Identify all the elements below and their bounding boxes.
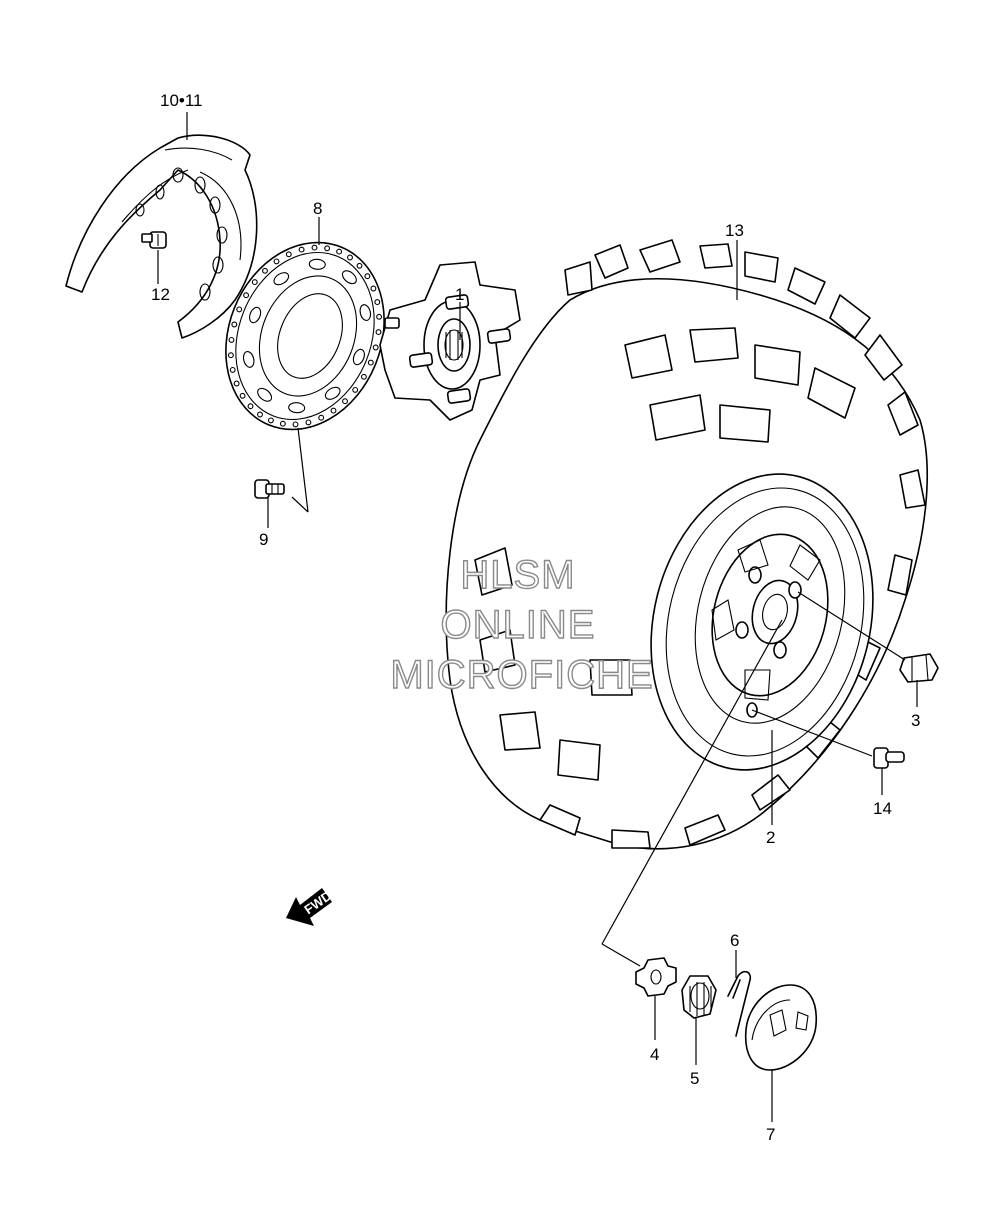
callout-13: 13 [725,221,744,240]
disc-slot [242,350,255,368]
disc-hole [243,292,250,299]
disc-slot [288,402,306,414]
disc-slot [273,272,290,286]
callout-9: 9 [259,530,268,549]
watermark-line-3: MICROFICHE [390,653,653,697]
disc-hole [376,313,383,320]
disc-slot [257,387,273,402]
disc-hole [236,306,243,313]
callout-10-11: 10•11 [160,91,203,110]
disc-hole [298,246,305,253]
cover-bolt[interactable] [141,231,167,249]
watermark: HLSM ONLINE MICROFICHE [390,552,654,697]
callout-1: 1 [455,285,464,304]
disc-hole [336,248,343,255]
cotter-pin[interactable] [727,970,752,1037]
callout-12: 12 [151,285,170,304]
disc-hole [267,417,274,424]
callout-5: 5 [690,1069,699,1088]
disc-hole [228,336,235,343]
callout-3: 3 [911,711,920,730]
disc-hole [318,414,325,421]
callout-8: 8 [313,199,322,218]
disc-slot [359,304,372,322]
arrow-left-down-icon [286,888,332,926]
watermark-line-1: HLSM [460,553,575,597]
leader-lines [157,112,918,1122]
disc-hole [257,411,263,418]
disc-hole [370,285,377,292]
disc-hole [273,258,280,265]
disc-hole [292,421,299,428]
lock-washer[interactable] [635,957,677,997]
disc-hole [239,392,246,399]
disc-hole [262,267,268,274]
disc-hole [279,420,286,427]
disc-slot [352,348,365,366]
disc-hole [231,321,238,328]
disc-hole [233,380,240,387]
disc-bolt[interactable] [254,479,285,499]
disc-hole [367,359,374,366]
disc-slot [308,258,326,270]
disc-hole [364,273,371,280]
wheel-hub[interactable] [379,261,521,421]
disc-slot [341,270,357,285]
disc-hole [324,245,331,252]
tire[interactable] [445,239,928,850]
disc-hole [342,398,348,405]
disc-hole [330,407,337,414]
disc-slot [249,306,262,324]
tire-tread [474,239,926,849]
callout-14: 14 [873,799,892,818]
valve-stem[interactable] [873,747,905,769]
disc-hole [360,373,367,380]
disc-hole [227,352,234,359]
fwd-label: FWD [301,888,334,917]
disc-hole [247,403,254,410]
disc-hole [356,262,363,269]
hub-cap[interactable] [744,984,817,1071]
callout-7: 7 [766,1125,775,1144]
disc-hole [347,254,353,261]
disc-hole [372,344,379,351]
disc-hole [305,419,312,426]
wheel-nut[interactable] [899,653,939,683]
disc-hole [352,386,359,393]
callout-4: 4 [650,1045,659,1064]
disc-hole [311,244,318,251]
callout-labels: 10•11 12 8 9 1 13 3 14 2 6 4 5 7 [151,91,920,1144]
callout-6: 6 [730,931,739,950]
callout-2: 2 [766,828,775,847]
disc-hole [285,251,292,258]
wheel-rim[interactable] [621,450,903,793]
watermark-line-2: ONLINE [441,603,596,647]
disc-hole [375,329,382,336]
brake-disc[interactable] [199,219,412,454]
disc-hole [374,299,381,306]
fwd-direction-badge: FWD [286,888,334,926]
disc-hole [251,279,258,286]
disc-hole [229,366,236,373]
disc-slot [324,386,341,400]
brake-disc-cover[interactable] [65,134,258,339]
castle-nut[interactable] [681,975,717,1019]
